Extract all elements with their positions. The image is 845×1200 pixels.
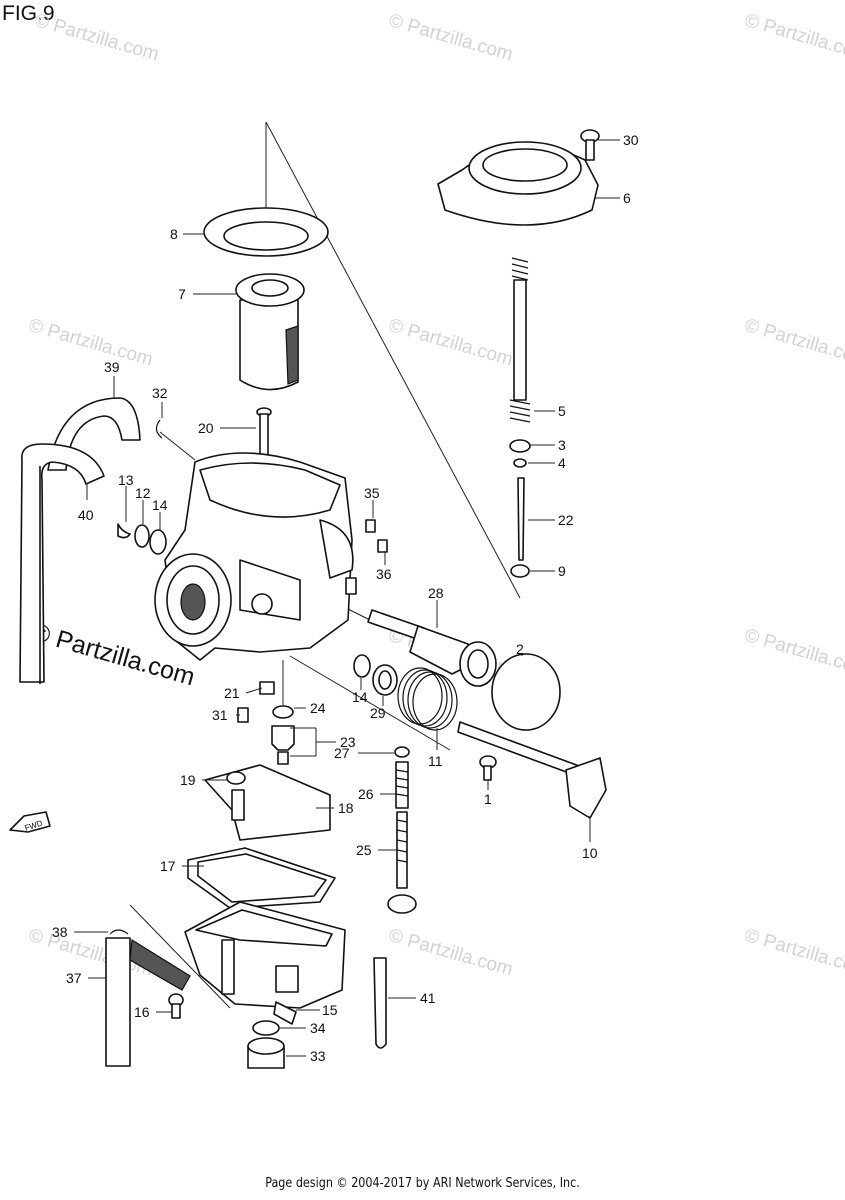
figure-title: FIG.9	[2, 2, 55, 25]
callout-34: 34	[310, 1020, 326, 1036]
part-jet-23-24	[271, 705, 295, 765]
footer-copyright: Page design © 2004-2017 by ARI Network S…	[265, 1176, 580, 1191]
part-float-bowl	[184, 901, 346, 1009]
callout-20: 20	[198, 420, 214, 436]
part-throttle-stop-28	[367, 609, 497, 687]
callout-3: 3	[558, 437, 566, 453]
fwd-arrow-icon: FWD	[9, 811, 51, 833]
part-jet-needle	[509, 257, 531, 423]
part-diaphragm	[203, 207, 329, 257]
part-spring-11	[397, 667, 458, 731]
part-drain-plug-33-34	[247, 1020, 285, 1069]
callout-labels: 30 6 8 7 39 32 5 20 3 4 40 13 12 14 35 2…	[52, 132, 639, 1064]
callout-38: 38	[52, 924, 68, 940]
callout-25: 25	[356, 842, 372, 858]
part-jets-35-36	[365, 519, 388, 553]
callout-19: 19	[180, 772, 196, 788]
callout-28: 28	[428, 585, 444, 601]
callout-23: 23	[340, 734, 356, 750]
callout-21: 21	[224, 685, 240, 701]
callout-17: 17	[160, 858, 176, 874]
callout-29: 29	[370, 705, 386, 721]
leader-lines	[74, 139, 620, 1057]
part-throttle-shaft-10	[457, 721, 607, 819]
part-screw-1	[479, 755, 497, 781]
callout-7: 7	[178, 286, 186, 302]
part-carburetor-body	[154, 452, 357, 661]
callout-40: 40	[78, 507, 94, 523]
part-screw-16	[168, 993, 184, 1019]
callout-11: 11	[428, 753, 443, 769]
callout-36: 36	[376, 566, 392, 582]
part-jets-21-31	[237, 681, 275, 723]
callout-6: 6	[623, 190, 631, 206]
callout-15: 15	[322, 1002, 338, 1018]
callout-32: 32	[152, 385, 168, 401]
part-seals-14-29	[353, 654, 398, 696]
part-hose-39-40	[19, 397, 141, 684]
callout-5: 5	[558, 403, 566, 419]
callout-22: 22	[558, 512, 574, 528]
part-float-18-19	[204, 764, 331, 841]
callout-24: 24	[310, 700, 326, 716]
callout-4: 4	[558, 455, 566, 471]
callout-18: 18	[338, 800, 354, 816]
callout-27: 27	[334, 745, 350, 761]
callout-14-upper: 14	[152, 497, 168, 513]
callout-2: 2	[516, 641, 524, 657]
part-screw-15	[273, 1001, 297, 1025]
part-washers-3-4	[509, 439, 531, 468]
part-piston-valve	[235, 273, 305, 391]
part-drain-tube-37-38	[105, 929, 191, 1067]
part-needle-jet-25-26-27	[387, 746, 417, 914]
part-clip-32	[155, 419, 163, 439]
callout-10: 10	[582, 845, 598, 861]
callout-37: 37	[66, 970, 82, 986]
part-washer-9	[510, 564, 530, 578]
part-top-cap	[437, 141, 599, 226]
part-needle-22	[517, 477, 525, 561]
callout-26: 26	[358, 786, 374, 802]
callout-30: 30	[623, 132, 639, 148]
callout-35: 35	[364, 485, 380, 501]
callout-13: 13	[118, 472, 134, 488]
callout-41: 41	[420, 990, 436, 1006]
part-screw-30	[580, 129, 600, 161]
callout-9: 9	[558, 563, 566, 579]
callout-39: 39	[104, 359, 120, 375]
part-cover-2	[491, 653, 561, 731]
callout-16: 16	[134, 1004, 150, 1020]
callout-8: 8	[170, 226, 178, 242]
callout-1: 1	[484, 791, 492, 807]
part-bracket-41	[373, 957, 387, 1049]
part-rings-12-13-14	[117, 523, 167, 555]
callout-14-lower: 14	[352, 689, 368, 705]
part-gasket-17	[187, 847, 336, 909]
callout-31: 31	[212, 707, 228, 723]
callout-33: 33	[310, 1048, 326, 1064]
callout-12: 12	[135, 485, 151, 501]
guide-lines	[129, 121, 521, 1011]
